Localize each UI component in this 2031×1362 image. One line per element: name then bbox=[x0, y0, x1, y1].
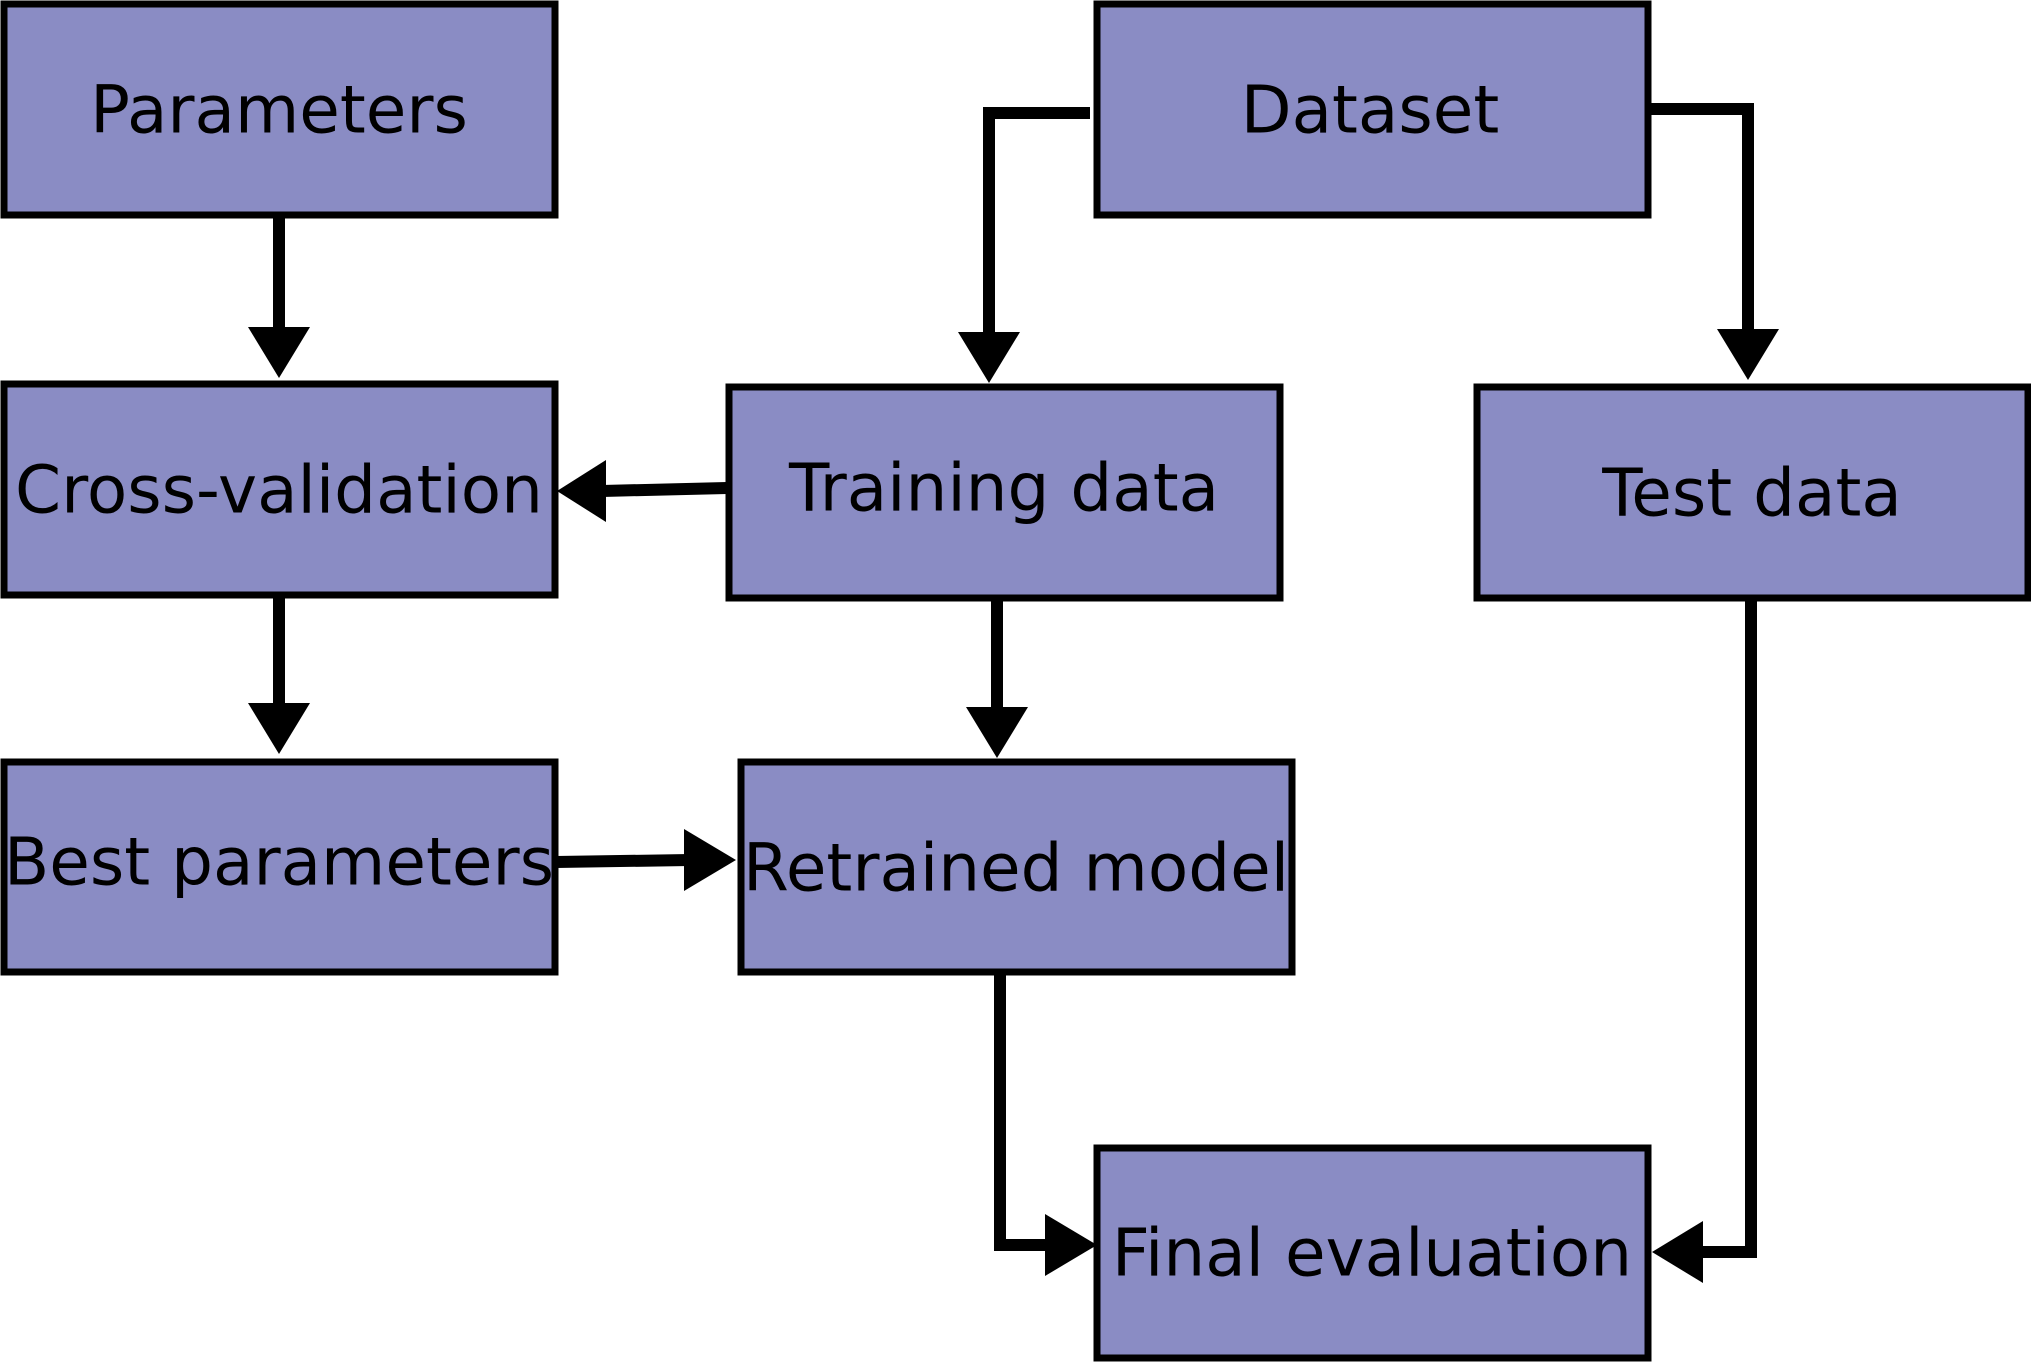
node-cross-validation-label: Cross-validation bbox=[15, 452, 543, 529]
node-parameters: Parameters bbox=[0, 0, 559, 219]
edge-best-parameters-to-retrained-model bbox=[555, 829, 736, 891]
node-final-evaluation: Final evaluation bbox=[1093, 1144, 1652, 1362]
edge-test-data-to-final-evaluation bbox=[1652, 598, 1757, 1283]
edge-retrained-model-to-final-evaluation bbox=[994, 972, 1097, 1276]
node-dataset: Dataset bbox=[1093, 0, 1652, 219]
edge-dataset-to-test-data bbox=[1648, 103, 1779, 380]
edge-training-data-to-cross-validation bbox=[557, 460, 728, 522]
node-best-parameters-label: Best parameters bbox=[4, 824, 554, 901]
node-training-data: Training data bbox=[725, 383, 1284, 602]
edge-training-data-to-retrained-model bbox=[966, 598, 1028, 758]
node-test-data: Test data bbox=[1473, 383, 2031, 602]
node-parameters-label: Parameters bbox=[90, 72, 468, 149]
node-cross-validation: Cross-validation bbox=[0, 380, 559, 599]
node-dataset-label: Dataset bbox=[1241, 72, 1499, 149]
node-final-evaluation-label: Final evaluation bbox=[1112, 1215, 1632, 1292]
node-best-parameters: Best parameters bbox=[0, 758, 559, 976]
node-training-data-label: Training data bbox=[788, 450, 1219, 527]
edge-cross-validation-to-best-parameters bbox=[248, 595, 310, 754]
edge-dataset-to-training-data bbox=[958, 107, 1090, 383]
node-retrained-model-label: Retrained model bbox=[743, 830, 1289, 907]
edge-parameters-to-cross-validation bbox=[248, 215, 310, 378]
node-retrained-model: Retrained model bbox=[737, 758, 1296, 976]
node-test-data-label: Test data bbox=[1601, 455, 1902, 532]
